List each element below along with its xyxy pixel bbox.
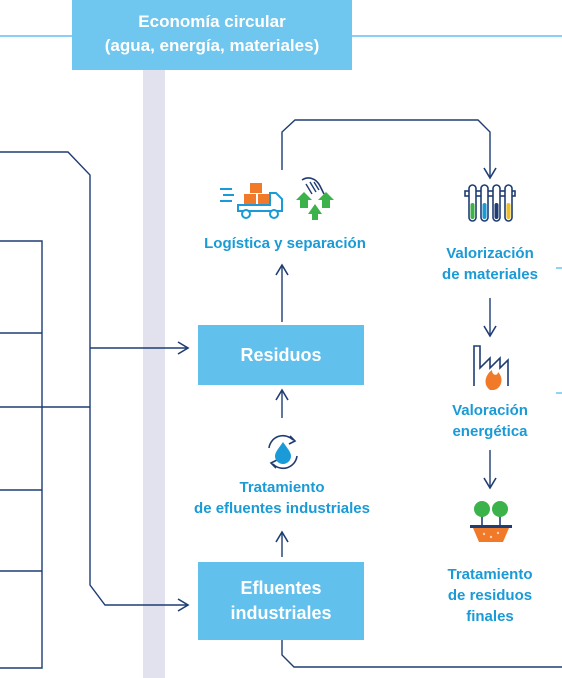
valoracion-label: Valoración energética — [420, 400, 560, 442]
logistica-text: Logística y separación — [204, 235, 366, 252]
hand-sorting-icon — [296, 177, 334, 220]
tratamiento-residuos-line1: Tratamiento — [447, 566, 533, 583]
efluentes-box: Efluentes industriales — [198, 562, 364, 640]
delivery-truck-icon — [220, 183, 283, 219]
residuos-label: Residuos — [240, 345, 322, 365]
logistica-label: Logística y separación — [180, 233, 390, 254]
tratamiento-residuos-line3: finales — [466, 608, 514, 625]
valorizacion-line2: de materiales — [442, 266, 538, 283]
valorizacion-label: Valorización de materiales — [420, 243, 560, 285]
tratamiento-residuos-label: Tratamiento de residuos finales — [420, 564, 560, 627]
tratamiento-efluentes-line2: de efluentes industriales — [194, 500, 370, 517]
center-connectors — [275, 119, 562, 668]
plants-soil-icon — [470, 501, 512, 542]
efluentes-line1: Efluentes — [240, 578, 322, 598]
efluentes-line2: industriales — [230, 603, 332, 623]
test-tubes-icon — [464, 184, 516, 222]
header-line1: Economía circular — [138, 12, 286, 31]
tratamiento-residuos-line2: de residuos — [447, 587, 533, 604]
divider-band — [143, 0, 165, 678]
residuos-box: Residuos — [198, 325, 364, 385]
header-box: Economía circular (agua, energía, materi… — [72, 0, 352, 70]
left-connectors — [0, 151, 190, 669]
factory-flame-icon — [473, 345, 509, 390]
tratamiento-efluentes-line1: Tratamiento — [239, 479, 325, 496]
header-line2: (agua, energía, materiales) — [104, 36, 320, 55]
valorizacion-line1: Valorización — [446, 245, 534, 262]
valoracion-line2: energética — [452, 423, 528, 440]
water-recycle-icon — [268, 434, 298, 470]
valoracion-line1: Valoración — [452, 402, 528, 419]
tratamiento-efluentes-label: Tratamiento de efluentes industriales — [162, 477, 402, 519]
right-ticks — [556, 267, 562, 394]
